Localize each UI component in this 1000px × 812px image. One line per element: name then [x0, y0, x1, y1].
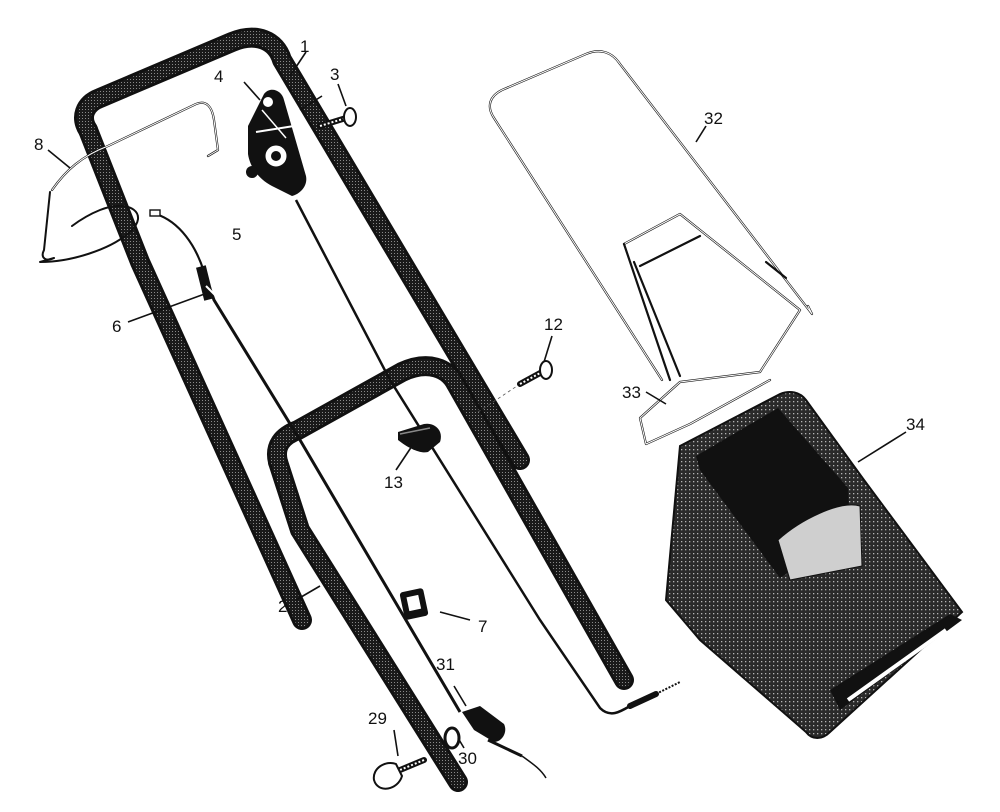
- callout-13: 13: [384, 473, 403, 492]
- upper-handle-icon: [74, 27, 530, 630]
- callout-12: 12: [544, 315, 563, 334]
- shoulder-bolt-icon: [477, 360, 553, 413]
- callout-3: 3: [330, 65, 339, 84]
- leader-lines: [47, 51, 907, 757]
- handle-knob-icon: [398, 423, 441, 453]
- callout-6: 6: [112, 317, 121, 336]
- control-bracket-icon: [246, 89, 307, 196]
- callout-34: 34: [906, 415, 925, 434]
- callout-1: 1: [300, 37, 309, 56]
- callout-29: 29: [368, 709, 387, 728]
- callout-7: 7: [478, 617, 487, 636]
- bolt-icon: [317, 107, 357, 129]
- washer-icon: [443, 726, 461, 750]
- callout-8: 8: [34, 135, 43, 154]
- callout-30: 30: [458, 749, 477, 768]
- zone-control-bail-icon: [39, 101, 220, 263]
- callout-4: 4: [214, 67, 223, 86]
- callout-33: 33: [622, 383, 641, 402]
- callout-2: 2: [278, 597, 287, 616]
- cable-clip-icon: [399, 588, 429, 620]
- carriage-bolt-icon: [372, 757, 427, 790]
- wing-knob-icon: [462, 706, 547, 779]
- callout-labels: 1 2 3 4 5 6 7 8 12 13 29 30 31 32 33 34: [34, 37, 925, 768]
- lower-handle-icon: [267, 356, 634, 792]
- bag-frame-top-icon: [488, 50, 814, 382]
- bag-frame-bottom-icon: [622, 212, 802, 446]
- callout-32: 32: [704, 109, 723, 128]
- callout-31: 31: [436, 655, 455, 674]
- grass-bag-icon: [664, 391, 964, 739]
- callout-5: 5: [232, 225, 241, 244]
